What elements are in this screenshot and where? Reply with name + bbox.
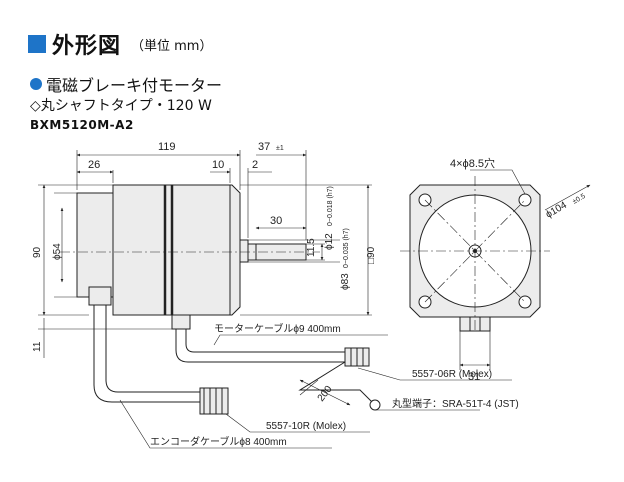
bullet-icon [30,78,42,90]
section-title: 電磁ブレーキ付モーター [46,76,223,95]
dim-dia-83: ϕ83 [340,273,351,290]
dim-sq-90: □90 [366,246,377,264]
dim-dia-12-tol: 0−0.018 (h7) [327,186,334,226]
title-row: 外形図 （単位 mm） [28,28,212,60]
encoder-cable-label: エンコーダケーブルϕ8 400mm [150,435,287,448]
terminal-label: 丸型端子：SRA-51T-4 (JST) [392,397,519,410]
brake-housing [76,192,116,298]
page-title: 外形図 [52,34,122,59]
dim-2: 2 [252,159,258,171]
motor-cable-label: モーターケーブルϕ9 400mm [214,322,341,335]
pilot [239,239,249,263]
dim-37: 37 [258,141,270,153]
holes-label: 4×ϕ8.5穴 [450,156,495,170]
dim-31: 31 [468,371,480,383]
side-view [60,184,381,415]
connector-10-label: 5557-10R (Molex) [266,421,346,432]
dim-11: 11 [32,341,43,352]
motor-body [112,184,241,316]
section-title-row: 電磁ブレーキ付モーター [30,72,222,96]
ring-terminal [369,399,381,411]
spec-line: ◇丸シャフトタイプ・120 W [30,98,212,114]
connector-6-label: 5557-06R (Molex) [412,369,492,380]
unit-label: （単位 mm） [131,38,213,54]
mount-hole-2 [518,193,532,207]
encoder-cable [93,305,200,403]
encoder-connector-box [88,286,112,306]
dim-dia-12: ϕ12 [324,233,335,250]
title-marker-icon [28,35,46,53]
connector-10 [199,387,229,415]
dim-11-5: 11.5 [306,238,317,257]
dim-dia-83-tol: 0−0.035 (h7) [343,228,350,268]
motor-cable [175,329,345,363]
dim-dia-54: ϕ54 [52,243,63,260]
motor-cable-gland [171,314,191,330]
ground-wire [298,361,373,403]
dim-90-left: 90 [32,246,43,258]
model-number: BXM5120M-A2 [30,118,134,132]
dim-200: 200 [316,384,335,404]
pcd-label: ϕ104 [544,200,569,221]
dim-10: 10 [212,159,224,171]
mount-hole-4 [518,295,532,309]
dim-119: 119 [158,141,176,153]
dim-26: 26 [88,159,100,171]
pcd-tol: ±0.5 [572,193,587,206]
dim-30: 30 [270,215,282,227]
dim-37-tol: ±1 [276,145,284,152]
